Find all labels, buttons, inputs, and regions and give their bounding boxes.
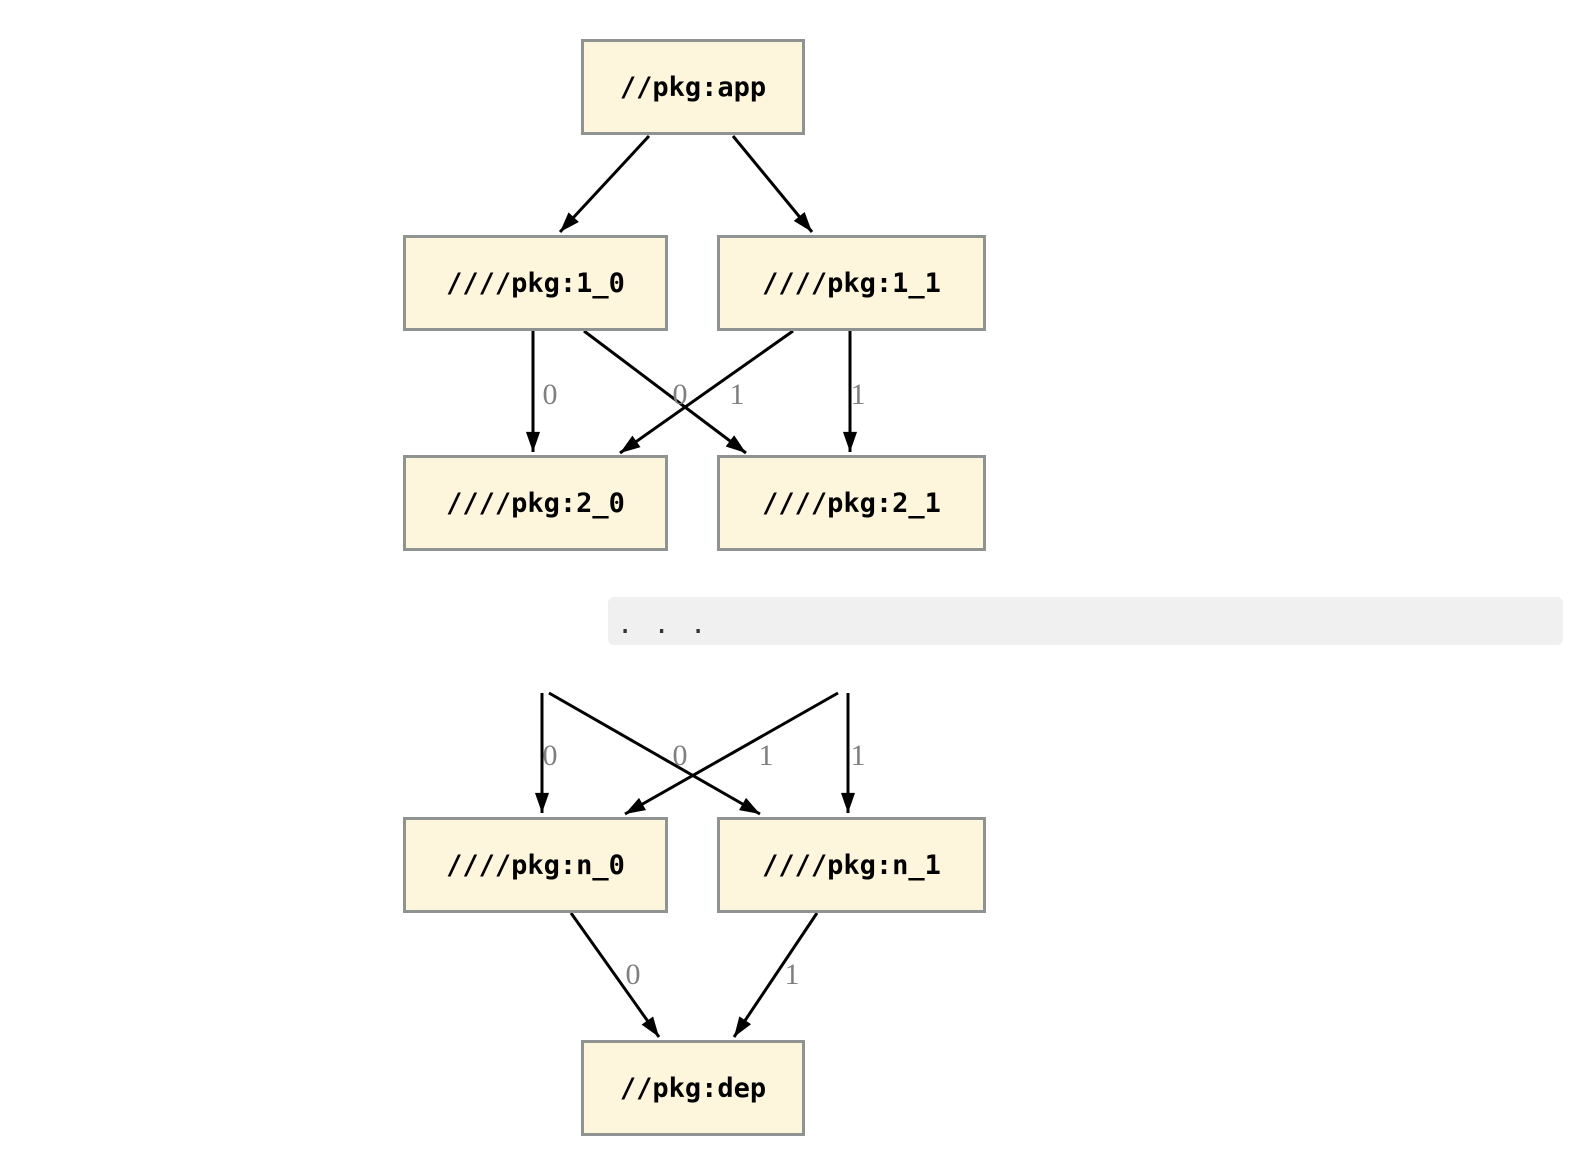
edge-app-to-1_0 [558, 134, 651, 234]
edge-label-n_0-dep: 0 [626, 958, 641, 991]
edge-ellipsis-to-n_0-cross [624, 691, 839, 816]
node-pkg-n_1: ////pkg:n_1 [717, 817, 986, 913]
node-pkg-2_0: ////pkg:2_0 [403, 455, 668, 551]
node-label: ////pkg:n_0 [446, 849, 625, 881]
edge-label-1_0-2_1: 1 [730, 378, 745, 411]
node-label: ////pkg:2_1 [762, 487, 941, 519]
edge-label-n_1-dep: 1 [785, 958, 800, 991]
node-label: //pkg:dep [619, 1072, 767, 1104]
node-label: ////pkg:2_0 [446, 487, 625, 519]
node-pkg-app: //pkg:app [581, 39, 805, 135]
edge-label-1_1-2_1: 1 [851, 378, 866, 411]
edge-label-ellipsis-n_1-cross: 1 [759, 739, 774, 772]
edge-ellipsis-to-n_1-cross [548, 691, 761, 816]
node-pkg-dep: //pkg:dep [581, 1040, 805, 1136]
edge-app-to-1_1 [731, 135, 814, 233]
edge-n_0-to-dep [569, 912, 661, 1038]
edge-label-ellipsis-n_1-straight: 1 [851, 739, 866, 772]
ellipsis-text: . . . [617, 608, 709, 640]
node-pkg-2_1: ////pkg:2_1 [717, 455, 986, 551]
edge-label-1_1-2_0: 0 [673, 378, 688, 411]
edge-n_1-to-dep [732, 912, 819, 1038]
edge-1_1-to-2_0 [619, 329, 794, 455]
edge-label-ellipsis-n_0-straight: 0 [543, 739, 558, 772]
edge-label-ellipsis-n_0-cross: 0 [673, 739, 688, 772]
node-label: //pkg:app [619, 71, 767, 103]
node-label: ////pkg:1_1 [762, 267, 941, 299]
node-pkg-n_0: ////pkg:n_0 [403, 817, 668, 913]
edge-1_0-to-2_1 [583, 329, 747, 455]
node-pkg-1_1: ////pkg:1_1 [717, 235, 986, 331]
node-label: ////pkg:1_0 [446, 267, 625, 299]
node-label: ////pkg:n_1 [762, 849, 941, 881]
ellipsis-band: . . . [608, 597, 1563, 645]
node-pkg-1_0: ////pkg:1_0 [403, 235, 668, 331]
edge-label-1_0-2_0: 0 [543, 378, 558, 411]
